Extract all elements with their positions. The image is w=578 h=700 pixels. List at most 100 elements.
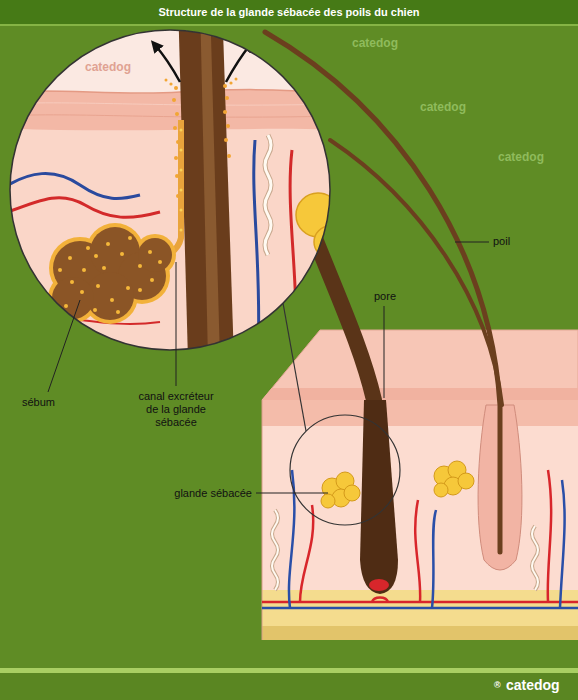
skin-block xyxy=(262,388,578,400)
magnified-view xyxy=(290,150,296,360)
leader-lines xyxy=(176,262,177,386)
blood-vessels xyxy=(548,470,551,602)
diagram-title: Structure de la glande sébacée des poils… xyxy=(0,0,578,24)
magnified-view xyxy=(235,78,238,81)
part-label: canal excréteur de la glande sébacée xyxy=(131,390,221,429)
magnified-view xyxy=(0,90,340,94)
nerves xyxy=(532,526,538,590)
magnified-view xyxy=(180,189,183,192)
magnified-view xyxy=(314,226,346,258)
magnified-view xyxy=(110,298,114,302)
background xyxy=(0,0,578,24)
magnified-view xyxy=(0,174,140,199)
part-label: sébum xyxy=(22,396,55,409)
magnified-view xyxy=(138,288,142,292)
magnified-view xyxy=(223,110,227,114)
magnified-view xyxy=(94,254,98,258)
watermark: catedog xyxy=(420,100,466,114)
nerves xyxy=(532,526,538,590)
background xyxy=(0,668,578,673)
leader-lines xyxy=(384,306,385,398)
magnified-view xyxy=(80,290,84,294)
magnified-view xyxy=(68,256,72,260)
blood-vessels xyxy=(262,470,578,608)
magnified-view xyxy=(0,90,340,131)
magnified-view xyxy=(155,45,180,82)
magnified-view xyxy=(229,81,232,84)
watermark: catedog xyxy=(85,60,131,74)
magnified-view xyxy=(174,86,178,90)
magnified-view xyxy=(180,129,183,132)
magnified-view xyxy=(116,310,120,314)
magnified-view xyxy=(180,209,183,212)
nerves xyxy=(272,510,278,590)
magnified-view xyxy=(0,103,340,105)
magnified-view xyxy=(93,308,97,312)
blood-vessels xyxy=(300,505,313,602)
magnified-view xyxy=(223,84,227,88)
watermark: catedog xyxy=(498,150,544,164)
magnified-view xyxy=(178,0,234,360)
zoom-line xyxy=(283,303,306,431)
logo: catedog xyxy=(506,677,560,693)
hair xyxy=(330,140,502,405)
background xyxy=(0,24,578,26)
magnified-view xyxy=(106,242,110,246)
magnified-view xyxy=(86,246,90,250)
magnified-view xyxy=(52,277,94,319)
magnified-view xyxy=(172,98,176,102)
part-label: glande sébacée xyxy=(150,487,252,500)
magnified-view xyxy=(58,236,162,314)
magnified-view xyxy=(126,286,130,290)
magnified-view xyxy=(254,140,259,360)
magnified-view xyxy=(0,0,346,360)
magnified-view xyxy=(174,156,178,160)
magnified-view xyxy=(96,284,100,288)
skin-block xyxy=(262,426,578,590)
magnified-view xyxy=(48,223,176,324)
magnified-view xyxy=(200,0,220,360)
magnified-view xyxy=(52,227,172,320)
magnified-view xyxy=(128,236,132,240)
part-label: poil xyxy=(493,235,510,248)
magnified-view xyxy=(165,78,238,199)
part-label: pore xyxy=(374,290,396,303)
magnified-view xyxy=(58,268,62,272)
sebaceous-gland xyxy=(458,473,474,489)
leader-lines xyxy=(256,493,328,494)
magnified-view xyxy=(0,20,340,360)
magnified-view xyxy=(224,138,228,142)
magnified-view xyxy=(180,149,183,152)
blood-vessels xyxy=(560,480,565,608)
hair-follicle xyxy=(369,579,389,591)
sebaceous-gland xyxy=(321,494,335,508)
magnified-view xyxy=(138,264,142,268)
skin-block xyxy=(262,330,578,400)
skin-block xyxy=(262,400,263,640)
watermark: catedog xyxy=(352,36,398,50)
magnified-view xyxy=(225,96,229,100)
magnified-view xyxy=(64,304,68,308)
magnified-view xyxy=(175,112,179,116)
magnified-view xyxy=(102,266,106,270)
magnified-view xyxy=(180,229,183,232)
logo-mark: ® xyxy=(494,680,501,690)
zoom-circle xyxy=(10,30,330,350)
sebaceous-gland xyxy=(344,485,360,501)
blood-vessels xyxy=(432,510,436,608)
leader-lines xyxy=(48,242,489,493)
magnified-view xyxy=(150,278,154,282)
magnified-view xyxy=(158,260,162,264)
magnified-view xyxy=(180,169,183,172)
magnified-view xyxy=(82,268,86,272)
zoom-line xyxy=(283,303,400,525)
blood-vessels xyxy=(372,598,388,603)
magnified-view xyxy=(227,154,231,158)
leader-lines xyxy=(48,300,80,392)
background xyxy=(0,673,578,700)
magnified-view xyxy=(265,135,271,255)
magnified-view xyxy=(169,82,172,85)
